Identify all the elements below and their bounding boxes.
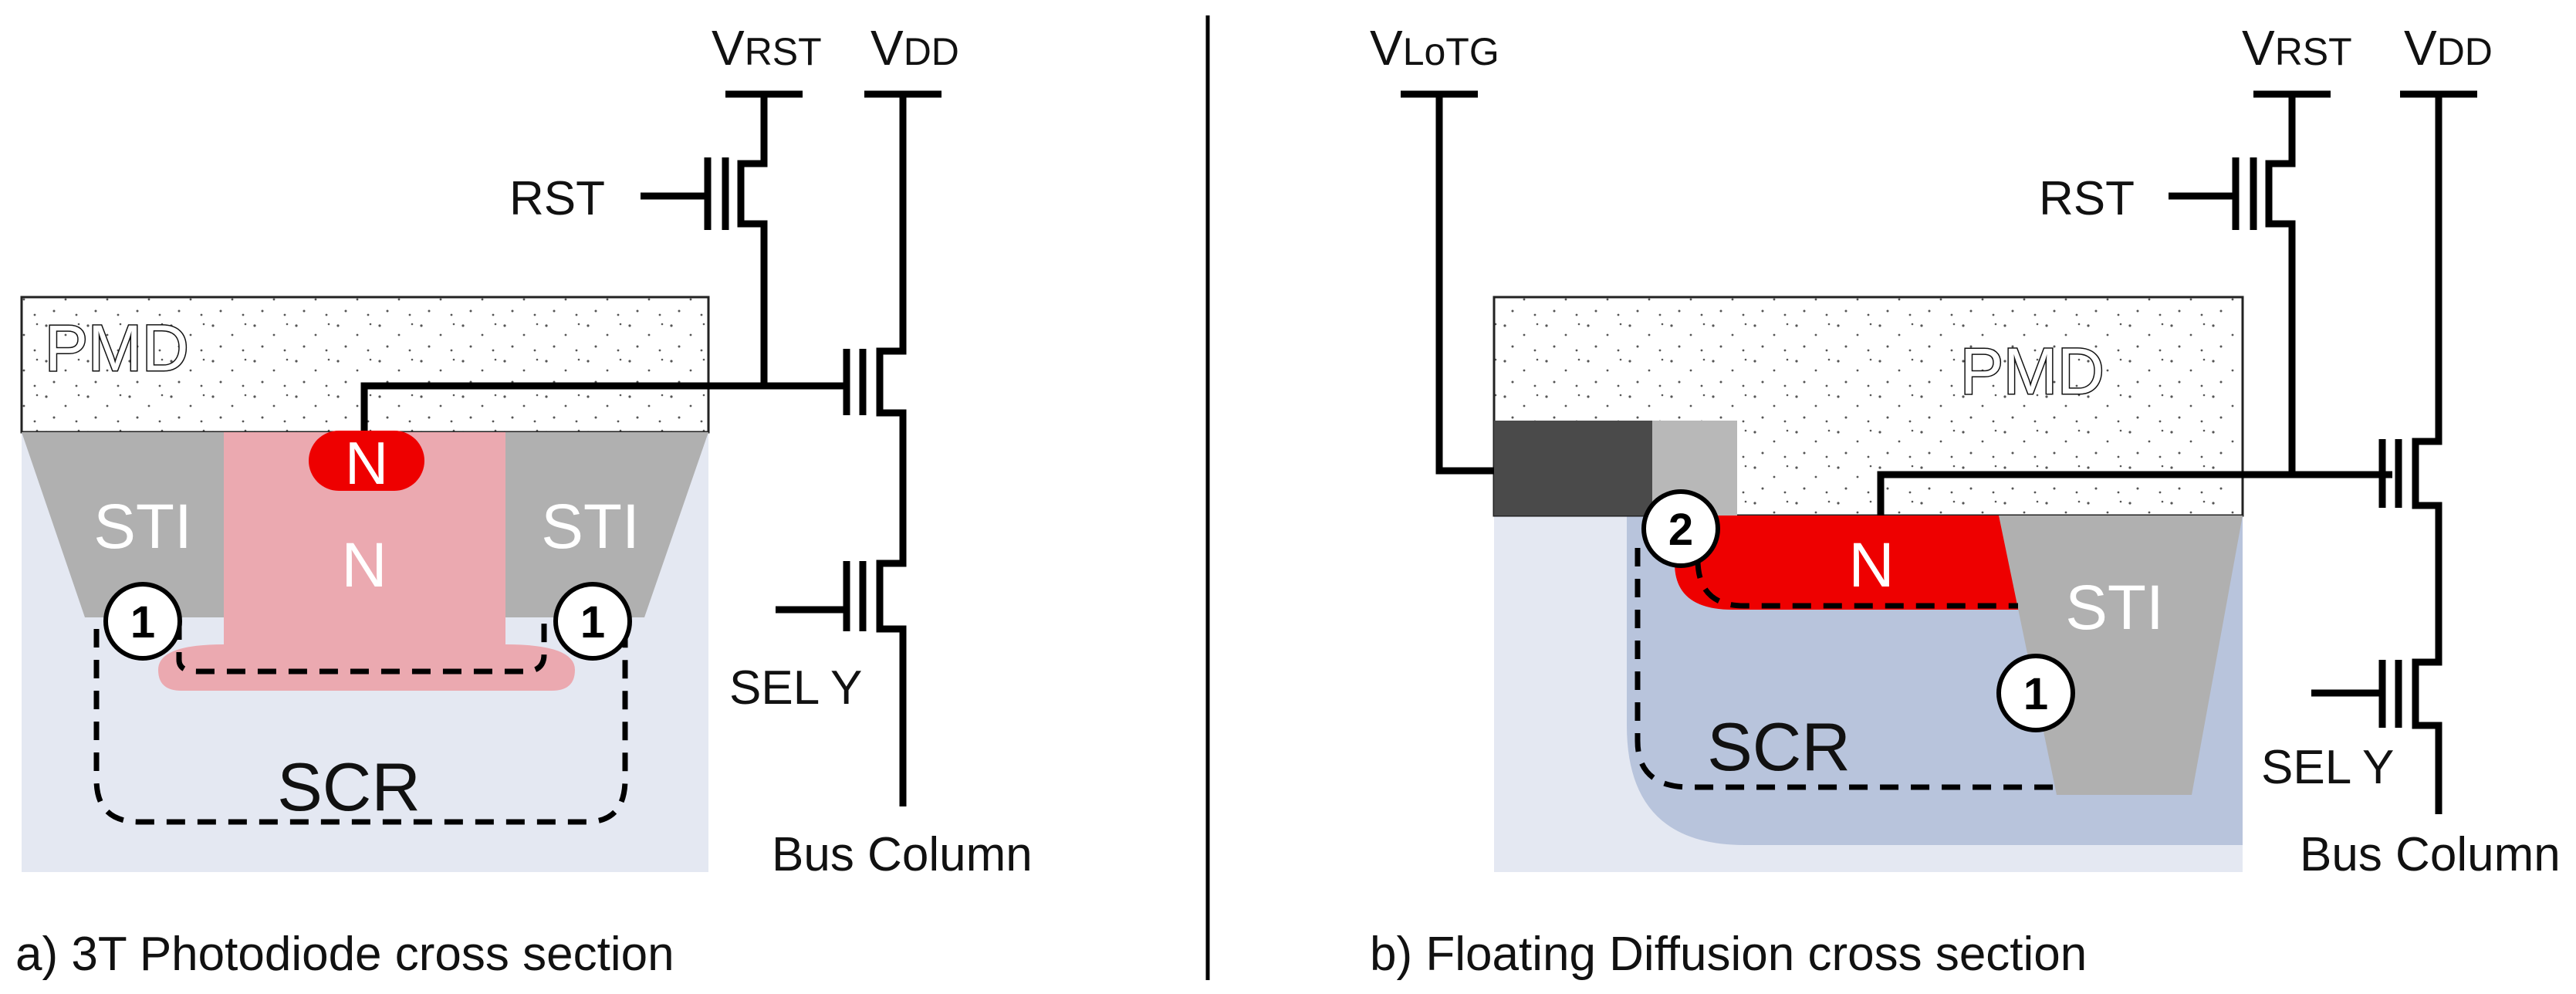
marker-1-left-text: 1	[130, 597, 155, 647]
photodiode-wire-a	[360, 382, 847, 431]
n-plus-label: N	[345, 429, 388, 497]
scr-label-a: SCR	[277, 749, 421, 825]
scr-label-b: SCR	[1707, 708, 1851, 785]
vlotg-wire	[1435, 94, 1494, 475]
sti-right-label: STI	[541, 492, 640, 562]
sti-left-label: STI	[93, 492, 192, 562]
panel-a: PMD N STI STI N SCR 1 1	[15, 20, 1033, 981]
panel-b: PMD N STI SCR 2 1	[1370, 20, 2561, 981]
n-region-b	[1675, 516, 2037, 610]
marker-1-right-text: 1	[580, 597, 605, 647]
marker-1-sti-text: 1	[2023, 669, 2048, 719]
sel-label-b: SEL Y	[2261, 741, 2394, 794]
n-well-region	[158, 432, 575, 691]
sel-label-a: SEL Y	[729, 661, 862, 715]
fd-wire-b	[1877, 471, 2392, 516]
transfer-gate-dark	[1494, 421, 1652, 516]
caption-a: a) 3T Photodiode cross section	[15, 928, 674, 981]
reset-transistor-a	[737, 94, 768, 386]
scr-boundary-outer-b	[1635, 548, 2060, 790]
n-well-label: N	[341, 530, 387, 600]
bus-label-a: Bus Column	[772, 828, 1033, 881]
vdd-label-a: VDD	[870, 20, 959, 76]
sf-sel-chain-a	[876, 94, 907, 806]
marker-1-sti	[1996, 654, 2075, 732]
vrst-label-b: VRST	[2242, 20, 2352, 76]
vlotg-label: VLoTG	[1370, 20, 1499, 76]
reset-transistor-b	[2265, 94, 2296, 475]
sf-sel-chain-b	[2412, 94, 2442, 814]
sti-right	[505, 432, 708, 617]
marker-1-right	[553, 582, 632, 661]
scr-boundary-outer-a	[93, 629, 628, 825]
marker-1-left	[103, 582, 182, 661]
pmd-label-a: PMD	[45, 312, 189, 384]
bus-label-b: Bus Column	[2300, 828, 2561, 881]
n-plus-contact	[309, 431, 424, 491]
marker-2-gate-text: 2	[1668, 505, 1693, 555]
sti-label-b: STI	[2065, 573, 2164, 643]
marker-2-gate	[1641, 489, 1720, 568]
scr-boundary-inner-b	[1695, 559, 2018, 609]
vrst-label-a: VRST	[712, 20, 822, 76]
vdd-label-b: VDD	[2404, 20, 2493, 76]
pmd-label-b: PMD	[1960, 335, 2104, 407]
rst-label-a: RST	[509, 172, 605, 225]
caption-b: b) Floating Diffusion cross section	[1370, 928, 2087, 981]
n-region-label: N	[1848, 530, 1894, 600]
scr-boundary-inner-a	[176, 621, 547, 674]
sti-left	[22, 432, 224, 617]
sti-b	[1999, 516, 2243, 795]
rst-label-b: RST	[2039, 172, 2135, 225]
